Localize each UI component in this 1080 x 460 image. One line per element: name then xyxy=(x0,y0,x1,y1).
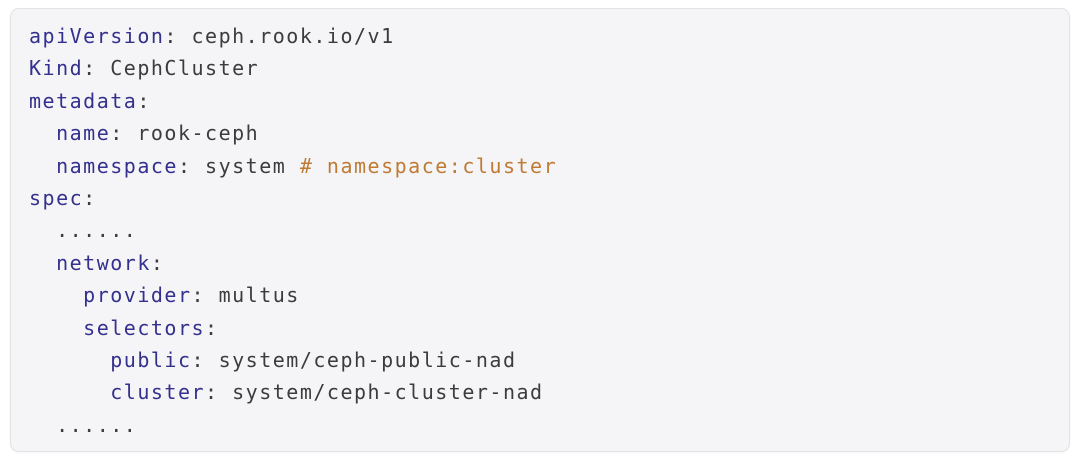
code-token-key: public xyxy=(110,348,192,373)
code-token-plain: : xyxy=(137,88,151,113)
code-token-key: selectors xyxy=(83,315,206,340)
code-line: provider: multus xyxy=(29,279,1051,311)
code-line: ...... xyxy=(29,214,1051,246)
code-token-key: cluster xyxy=(110,380,206,405)
code-token-key: provider xyxy=(83,283,192,308)
code-token-plain: : xyxy=(205,315,219,340)
code-token-plain: : system xyxy=(177,153,300,178)
code-token-plain: : xyxy=(83,186,97,211)
code-line: name: rook-ceph xyxy=(29,117,1051,149)
code-token-plain: ...... xyxy=(29,218,138,243)
code-token-key: metadata xyxy=(29,88,138,113)
code-token-plain: : xyxy=(150,250,165,275)
code-line: network: xyxy=(29,247,1051,279)
code-token-plain: ...... xyxy=(29,412,138,437)
code-line: spec: xyxy=(29,182,1051,214)
code-line: apiVersion: ceph.rook.io/v1 xyxy=(29,20,1051,52)
code-token-plain xyxy=(29,251,56,275)
code-line: metadata: xyxy=(29,85,1051,117)
code-token-plain: : CephCluster xyxy=(83,56,260,81)
code-token-plain xyxy=(29,380,110,404)
code-token-plain xyxy=(29,348,110,372)
code-token-plain: : ceph.rook.io/v1 xyxy=(164,24,395,48)
code-token-plain: : rook-ceph xyxy=(110,121,260,146)
code-token-plain: : system/ceph-public-nad xyxy=(191,348,517,373)
code-token-key: Kind xyxy=(29,56,84,81)
code-token-comment: # namespace:cluster xyxy=(299,153,558,178)
code-token-key: spec xyxy=(29,186,84,211)
code-token-plain xyxy=(29,316,83,340)
code-token-key: network xyxy=(56,250,151,275)
code-line: ...... xyxy=(29,409,1051,441)
code-line: public: system/ceph-public-nad xyxy=(29,344,1051,376)
code-token-plain: : system/ceph-cluster-nad xyxy=(205,380,544,405)
code-token-plain: : multus xyxy=(191,283,300,308)
code-token-plain xyxy=(29,283,83,307)
code-line: selectors: xyxy=(29,312,1051,344)
code-token-key: apiVersion xyxy=(29,24,165,48)
code-token-key: name xyxy=(56,121,111,146)
code-line: Kind: CephCluster xyxy=(29,52,1051,84)
code-token-plain xyxy=(29,154,56,178)
code-token-plain xyxy=(29,121,56,145)
code-line: namespace: system # namespace:cluster xyxy=(29,150,1051,182)
code-line: cluster: system/ceph-cluster-nad xyxy=(29,376,1051,408)
code-token-key: namespace xyxy=(56,153,178,178)
